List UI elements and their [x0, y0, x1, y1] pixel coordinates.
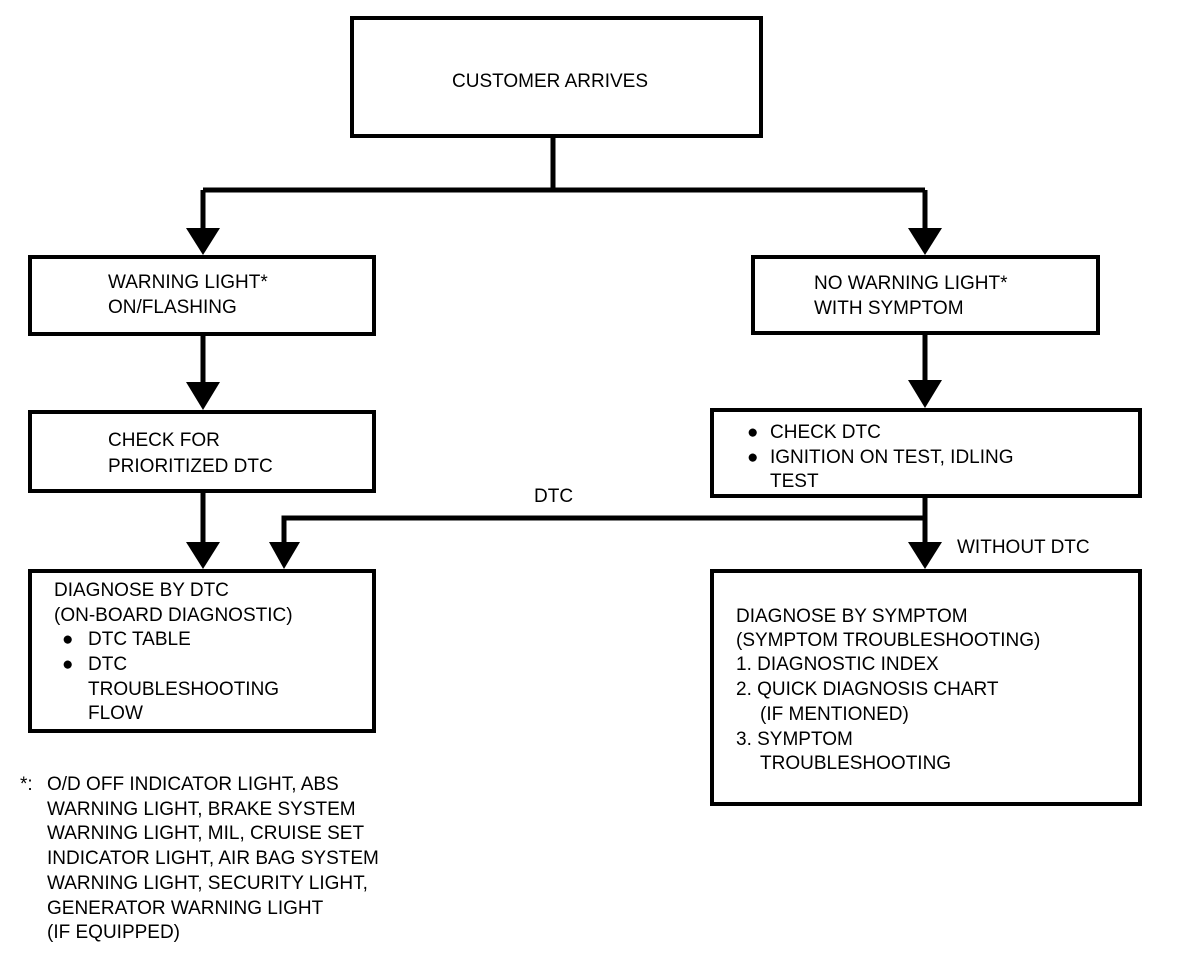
warning-light-on-label: ON/FLASHING [108, 297, 237, 318]
check-dtc-node [710, 408, 1142, 498]
dtc-edge-label: DTC [534, 486, 574, 507]
diagnose-by-dtc-item-continuation: TROUBLESHOOTING [88, 679, 280, 700]
footnote-marker: *: [20, 774, 33, 795]
bullet-icon: ● [62, 629, 74, 650]
footnote-line: INDICATOR LIGHT, AIR BAG SYSTEM [47, 848, 379, 869]
footnote-line: GENERATOR WARNING LIGHT [47, 898, 324, 919]
arrow-to-diagnose-dtc [186, 542, 220, 569]
without-dtc-edge-label: WITHOUT DTC [957, 537, 1090, 558]
bullet-icon: ● [62, 654, 74, 675]
diagnose-by-symptom-node [710, 569, 1142, 806]
footnote-line: O/D OFF INDICATOR LIGHT, ABS [47, 774, 339, 795]
warning-light-on-node [28, 255, 376, 336]
arrow-to-check-prioritized [186, 382, 220, 410]
arrow-dtc-branch [269, 542, 300, 569]
arrow-to-warning-on [186, 228, 220, 255]
check-prioritized-dtc-label: PRIORITIZED DTC [108, 456, 273, 477]
connector-start-split [200, 135, 928, 232]
customer-arrives-node [350, 16, 763, 138]
footnote-line: (IF EQUIPPED) [47, 922, 181, 943]
diagnose-by-dtc-subtitle: (ON-BOARD DIAGNOSTIC) [54, 605, 293, 626]
diagnose-by-symptom-line: 2. QUICK DIAGNOSIS CHART [736, 679, 999, 700]
diagnose-by-dtc-item: DTC TABLE [88, 629, 191, 650]
diagnose-by-dtc-item: DTC [88, 654, 128, 675]
bullet-icon: ● [747, 422, 759, 443]
bullet-icon: ● [747, 447, 759, 468]
diagnose-by-symptom-line: TROUBLESHOOTING [760, 753, 952, 774]
diagnose-by-symptom-line: 3. SYMPTOM [736, 729, 853, 750]
arrow-to-no-warning [908, 228, 942, 255]
footnote-line: WARNING LIGHT, BRAKE SYSTEM [47, 799, 356, 820]
check-prioritized-dtc-node [28, 410, 376, 493]
diagnose-by-symptom-line: 1. DIAGNOSTIC INDEX [736, 654, 939, 675]
diagnose-by-symptom-line: (SYMPTOM TROUBLESHOOTING) [736, 630, 1041, 651]
footnote-line: WARNING LIGHT, MIL, CRUISE SET [47, 823, 365, 844]
check-dtc-item-continuation: TEST [770, 471, 819, 492]
diagnose-by-symptom-line: (IF MENTIONED) [760, 704, 909, 725]
connector-dtc-branch [281, 497, 928, 546]
diagnose-by-dtc-item-continuation: FLOW [88, 703, 143, 724]
diagnose-by-dtc-title: DIAGNOSE BY DTC [54, 580, 229, 601]
warning-light-on-label: WARNING LIGHT* [108, 272, 268, 293]
diagnose-by-symptom-line: DIAGNOSE BY SYMPTOM [736, 606, 968, 627]
arrow-to-check-dtc [908, 380, 942, 408]
no-warning-light-node [751, 255, 1100, 335]
check-dtc-item: IGNITION ON TEST, IDLING [770, 447, 1014, 468]
no-warning-light-label: WITH SYMPTOM [814, 298, 964, 319]
check-prioritized-dtc-label: CHECK FOR [108, 430, 220, 451]
footnote-line: WARNING LIGHT, SECURITY LIGHT, [47, 873, 368, 894]
diagnose-by-dtc-node [28, 569, 376, 733]
no-warning-light-label: NO WARNING LIGHT* [814, 273, 1008, 294]
check-dtc-item: CHECK DTC [770, 422, 881, 443]
arrow-to-diagnose-symptom [908, 542, 942, 569]
customer-arrives-label: CUSTOMER ARRIVES [452, 71, 649, 92]
